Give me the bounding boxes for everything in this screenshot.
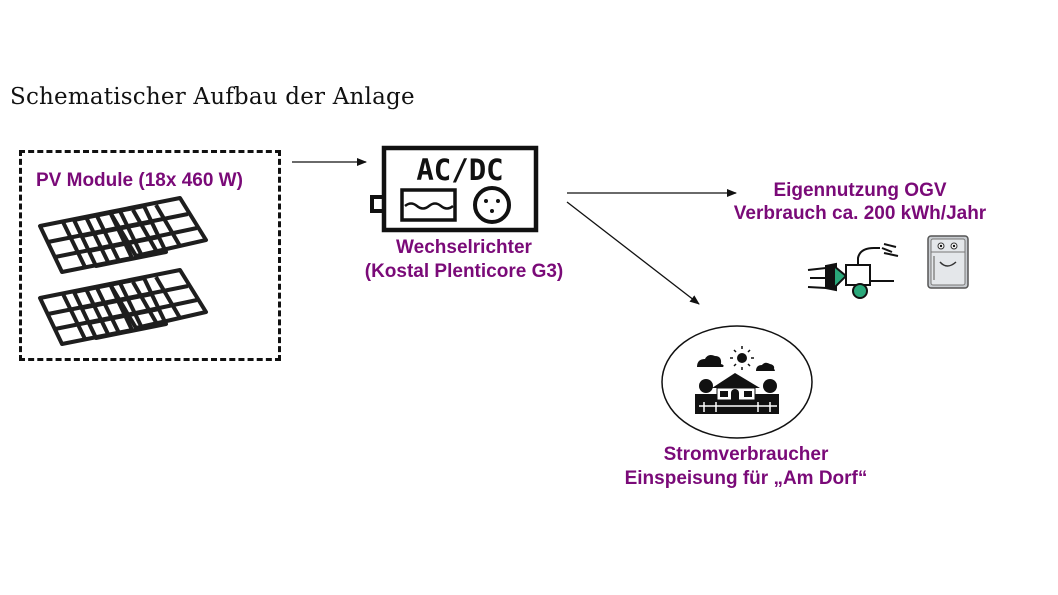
inverter-symbol-text: AC/DC bbox=[416, 153, 503, 187]
grid-feed-title: Stromverbraucher bbox=[663, 444, 829, 465]
inverter-icon: AC/DC bbox=[370, 145, 539, 233]
self-use-title: Eigennutzung OGV bbox=[773, 180, 947, 201]
pv-module-label: PV Module (18x 460 W) bbox=[36, 170, 243, 191]
inverter-name: Wechselrichter bbox=[396, 237, 532, 258]
village-icon bbox=[661, 325, 813, 439]
arrow-inverter-to-grid bbox=[566, 201, 700, 305]
fridge-icon bbox=[927, 235, 969, 289]
diagram-title: Schematischer Aufbau der Anlage bbox=[10, 84, 415, 110]
water-pump-icon bbox=[807, 243, 899, 299]
pv-module-box bbox=[19, 150, 281, 361]
solar-panel-icon bbox=[38, 196, 208, 346]
self-use-consumption: Verbrauch ca. 200 kWh/Jahr bbox=[733, 203, 987, 224]
grid-feed-subtitle: Einspeisung für „Am Dorf“ bbox=[624, 468, 868, 489]
inverter-model: (Kostal Plenticore G3) bbox=[364, 261, 564, 282]
